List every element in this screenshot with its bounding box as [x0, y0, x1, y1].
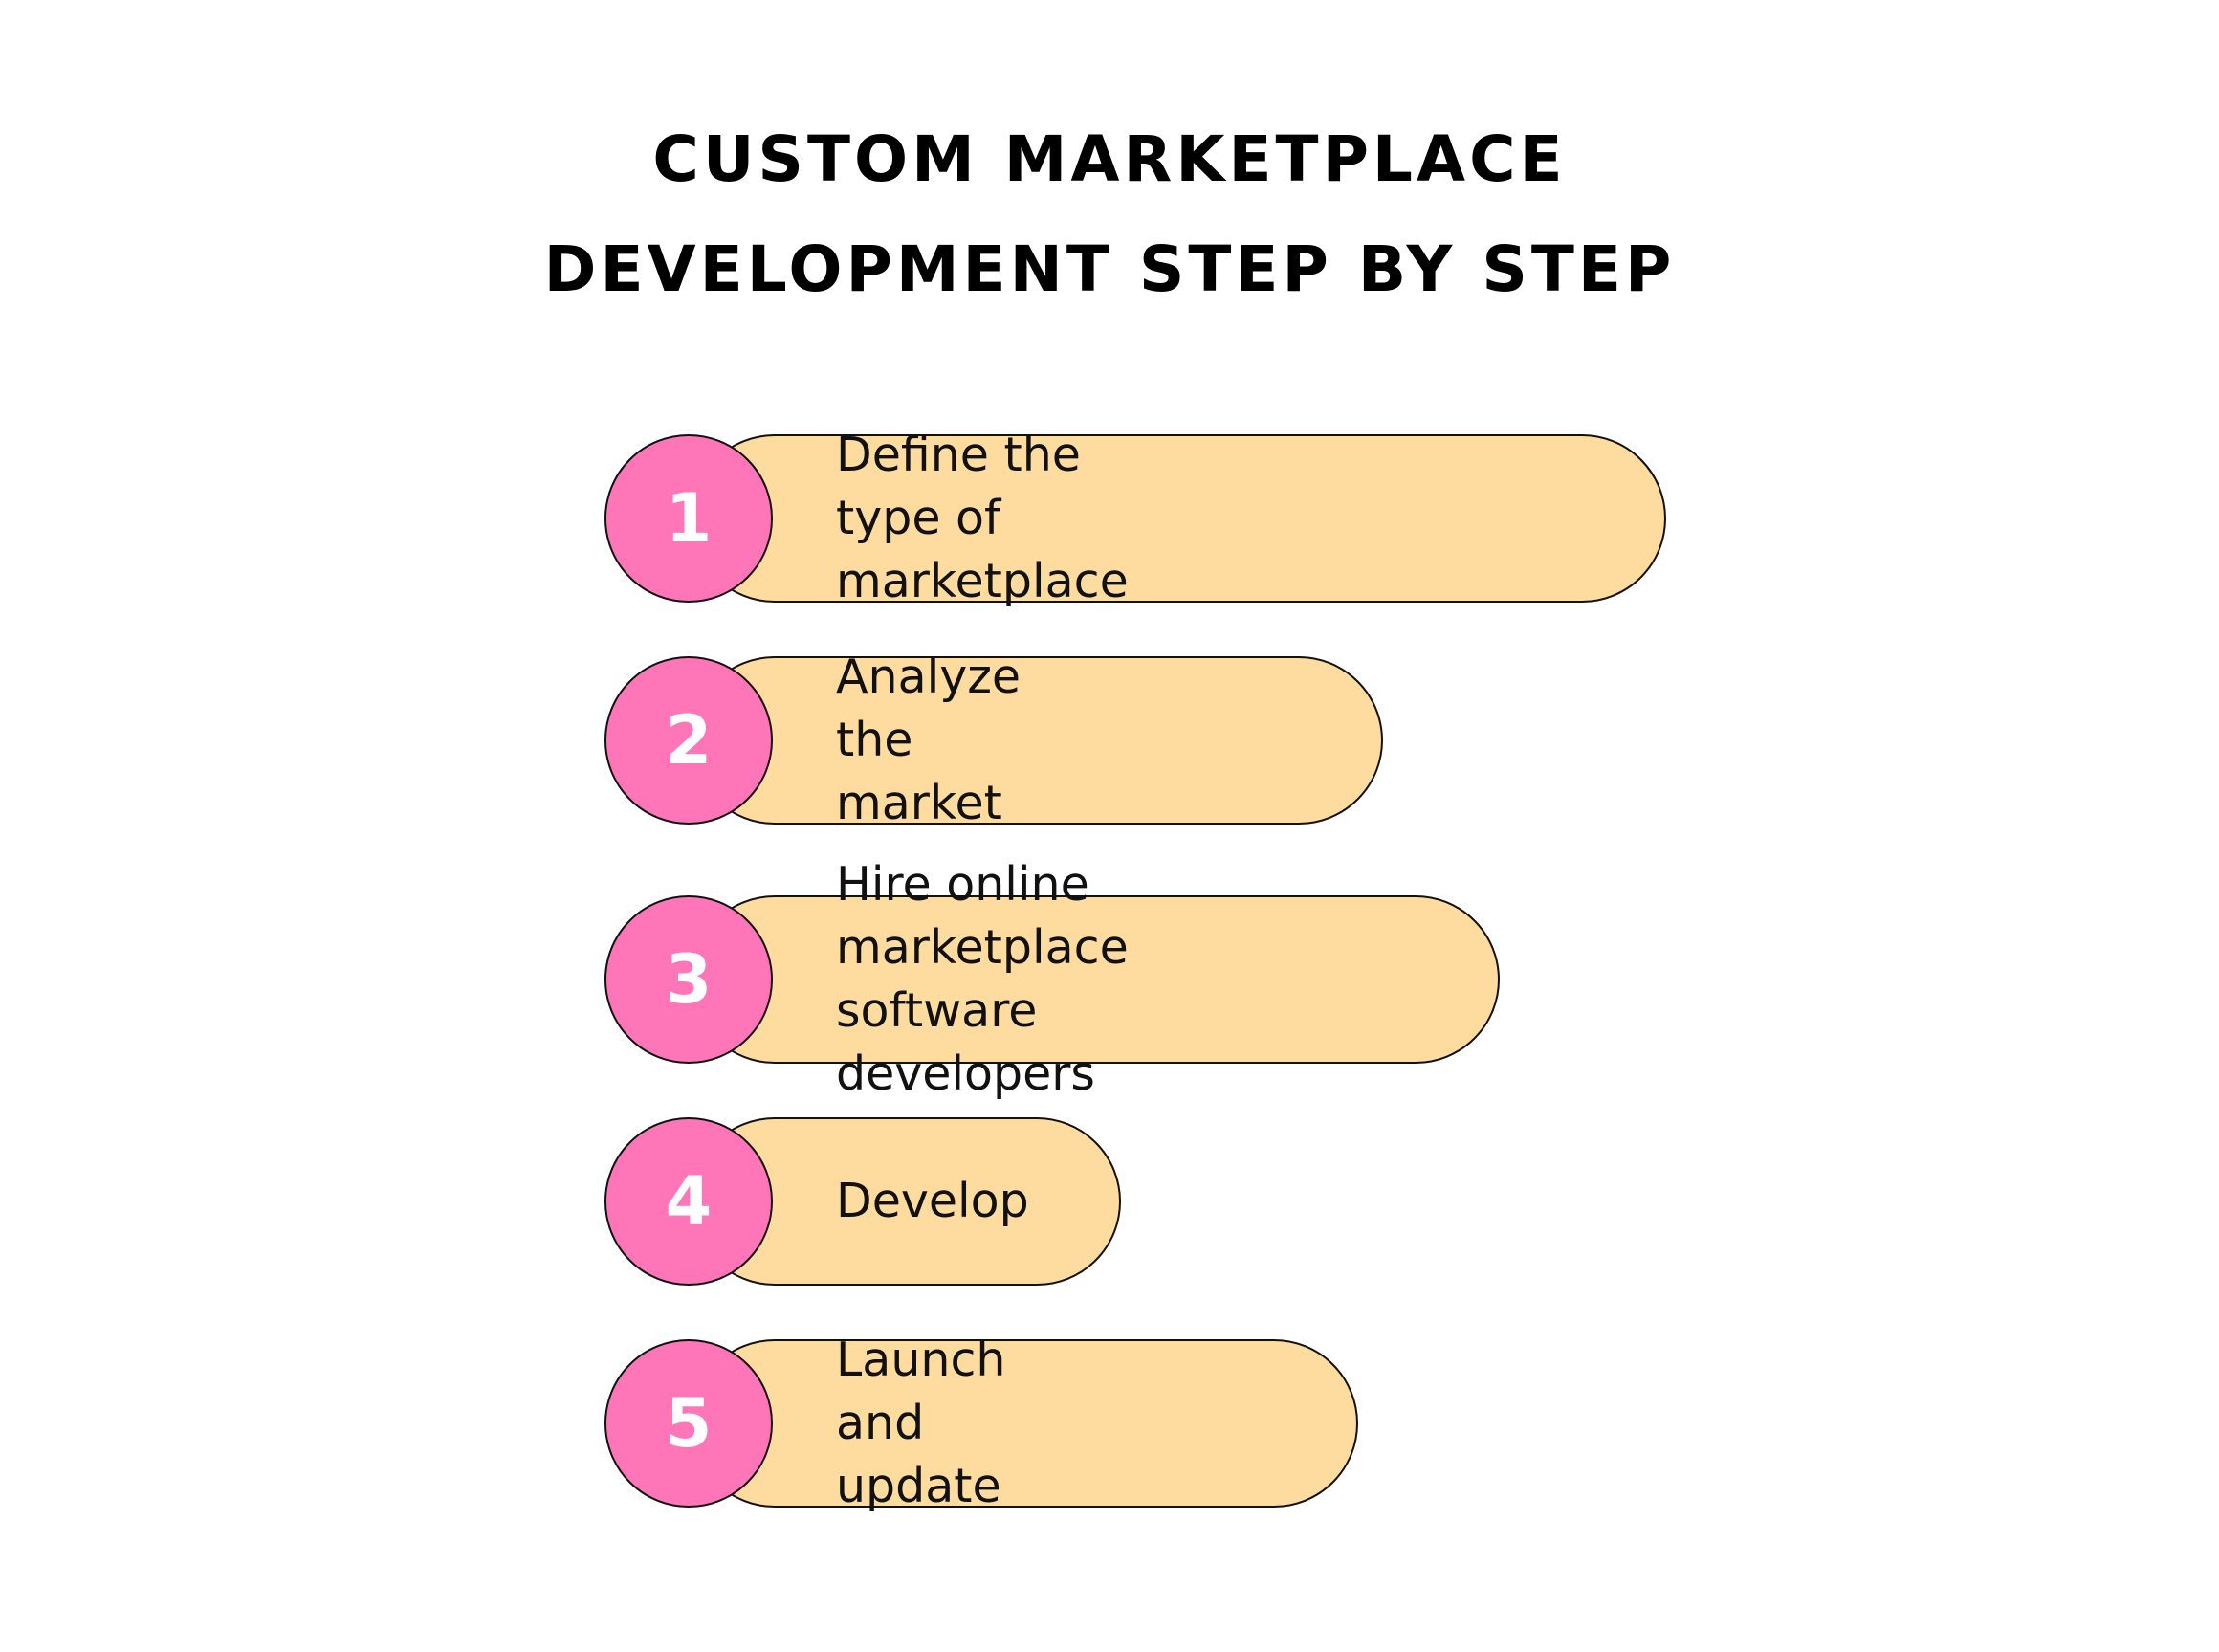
step-1-label: Define the type of marketplace: [836, 428, 1129, 608]
title-line-2: DEVELOPMENT STEP BY STEP: [543, 232, 1676, 306]
step-3-number-circle: 3: [604, 895, 773, 1064]
step-5-pill: [691, 1339, 1358, 1508]
step-5-number-circle: 5: [604, 1339, 773, 1508]
step-2-number-circle: 2: [604, 656, 773, 825]
step-1-pill: [691, 434, 1666, 603]
step-4-number: 4: [665, 1162, 713, 1241]
step-3-number: 3: [665, 940, 713, 1019]
step-1-number-circle: 1: [604, 434, 773, 603]
step-3-label: Hire online marketplace software develop…: [836, 857, 1129, 1101]
step-1-number: 1: [665, 479, 713, 558]
step-4-label: Develop: [836, 1174, 1029, 1228]
step-4-number-circle: 4: [604, 1117, 773, 1286]
step-2-number: 2: [665, 701, 713, 780]
step-2-pill: [691, 656, 1383, 825]
step-5-number: 5: [665, 1384, 713, 1463]
step-3-pill: [691, 895, 1500, 1064]
step-5-label: Launch and update: [836, 1333, 1006, 1513]
step-2-label: Analyze the market: [836, 650, 1022, 830]
title-line-1: CUSTOM MARKETPLACE: [652, 122, 1567, 196]
